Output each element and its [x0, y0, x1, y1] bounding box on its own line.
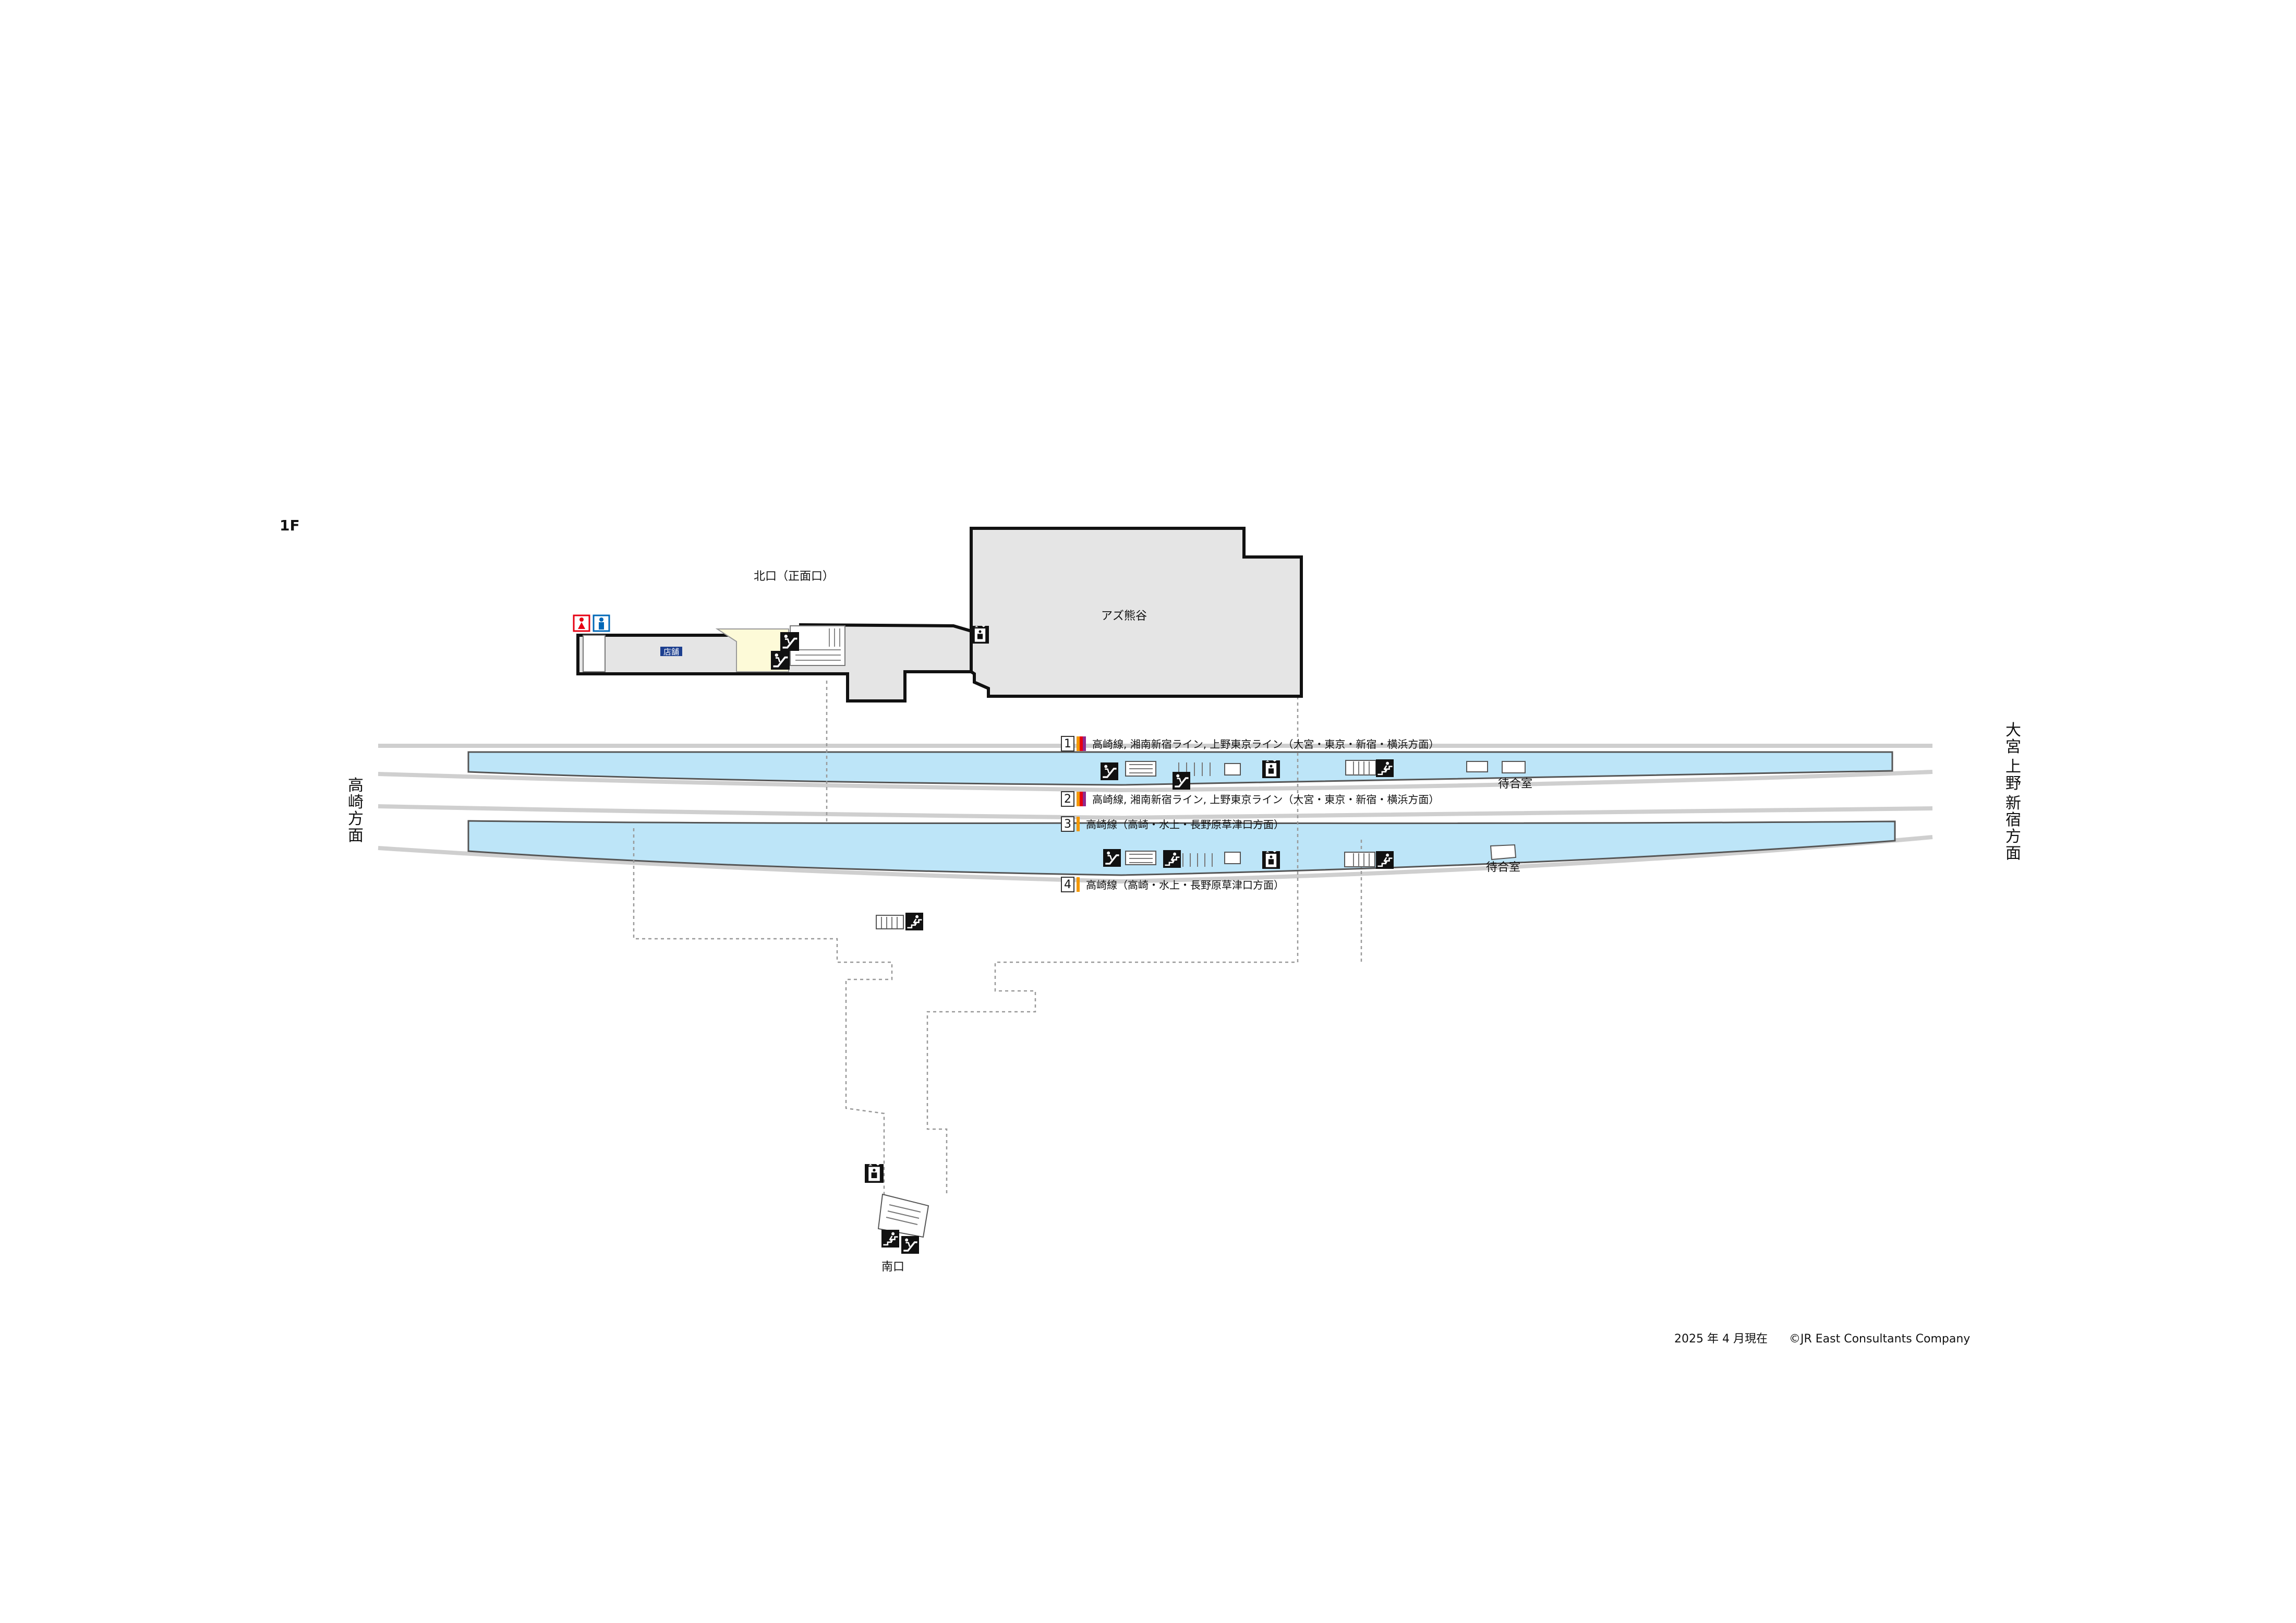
north-exit-label: 北口（正面口） [754, 570, 834, 583]
svg-text:方: 方 [2005, 828, 2021, 846]
svg-text:新: 新 [2005, 794, 2021, 813]
svg-text:宮: 宮 [2005, 738, 2021, 756]
floor-label: 1F [280, 517, 300, 534]
icons [573, 614, 1394, 1254]
track-number-box [1061, 791, 1074, 807]
toilet-male-icon [593, 614, 610, 632]
south-exit-label: 南口 [881, 1261, 904, 1274]
stairs-icon [881, 1230, 899, 1247]
stairs-icon [1163, 850, 1181, 868]
stairs-icon [1376, 851, 1394, 869]
svg-text:大: 大 [2005, 721, 2021, 740]
stairs-block [790, 625, 845, 666]
shop-label-bg [660, 647, 682, 656]
line-color-bar [1083, 736, 1086, 751]
track-4-destination: 高崎線（高崎・水上・長野原草津口方面） [1086, 879, 1284, 891]
shop-label: 店舗 [663, 647, 679, 657]
escalator-icon [780, 632, 799, 651]
direction-left: 高 崎 方 面 [348, 777, 364, 845]
platform-stairs [881, 761, 1370, 1225]
svg-text:面: 面 [2005, 844, 2021, 863]
track-number-box [1061, 816, 1074, 832]
stairs-icon [1376, 759, 1394, 777]
elevator-icon [971, 626, 989, 644]
track-number-4: 4 [1064, 878, 1071, 891]
line-color-bar [1077, 792, 1080, 806]
track-number-2: 2 [1064, 793, 1071, 806]
svg-text:面: 面 [348, 827, 364, 845]
waiting-room-upper: 待合室 [1498, 778, 1532, 791]
track-number-1: 1 [1064, 737, 1071, 750]
azu-building [970, 527, 1303, 698]
rail-3 [378, 804, 1933, 820]
elevator-icon [1262, 760, 1280, 778]
line-color-bar [1080, 736, 1083, 751]
toilet-female-icon [573, 614, 590, 632]
svg-text:方: 方 [348, 810, 364, 828]
rail-2 [378, 770, 1933, 793]
escalator-icon [1103, 849, 1121, 867]
elevator-icon [1262, 851, 1280, 869]
track-labels: 1 高崎線, 湘南新宿ライン, 上野東京ライン（大宮・東京・新宿・横浜方面） 2… [1061, 736, 1439, 892]
track-number-box [1061, 736, 1074, 752]
elevator-icon [865, 1164, 884, 1183]
platforms [467, 751, 1896, 876]
svg-text:崎: 崎 [348, 793, 364, 812]
svg-text:上: 上 [2005, 758, 2021, 776]
line-color-bar [1080, 792, 1083, 806]
toilet-block [583, 635, 606, 672]
track-number-3: 3 [1064, 818, 1071, 831]
footer-date: 2025 年 4 月現在 [1674, 1333, 1768, 1346]
stairs-icon [905, 913, 923, 930]
escalator-icon [901, 1236, 919, 1254]
line-color-bar [1077, 736, 1080, 751]
track-1-destination: 高崎線, 湘南新宿ライン, 上野東京ライン（大宮・東京・新宿・横浜方面） [1092, 738, 1439, 750]
footer-copyright: ©JR East Consultants Company [1789, 1333, 1970, 1346]
track-2-destination: 高崎線, 湘南新宿ライン, 上野東京ライン（大宮・東京・新宿・横浜方面） [1092, 793, 1439, 806]
direction-right: 大 宮 上 野 新 宿 方 面 [2005, 721, 2021, 863]
line-color-bar [1077, 817, 1080, 831]
escalator-icon [1173, 772, 1190, 790]
line-color-bar [1083, 792, 1086, 806]
svg-text:野: 野 [2005, 774, 2021, 793]
escalator-icon [1101, 762, 1118, 780]
rail-4 [378, 835, 1933, 884]
track-3-destination: 高崎線（高崎・水上・長野原草津口方面） [1086, 818, 1284, 831]
concourse-yellow [715, 628, 789, 672]
platform-lower [467, 820, 1896, 876]
platform-upper [467, 751, 1893, 786]
track-number-box [1061, 877, 1074, 892]
line-color-bar [1077, 877, 1080, 892]
escalator-icon [771, 651, 790, 670]
waiting-room-lower: 待合室 [1486, 861, 1520, 874]
rails [378, 744, 1933, 884]
svg-text:宿: 宿 [2005, 811, 2021, 829]
svg-text:高: 高 [348, 777, 364, 795]
azu-building-label: アズ熊谷 [1101, 610, 1147, 623]
